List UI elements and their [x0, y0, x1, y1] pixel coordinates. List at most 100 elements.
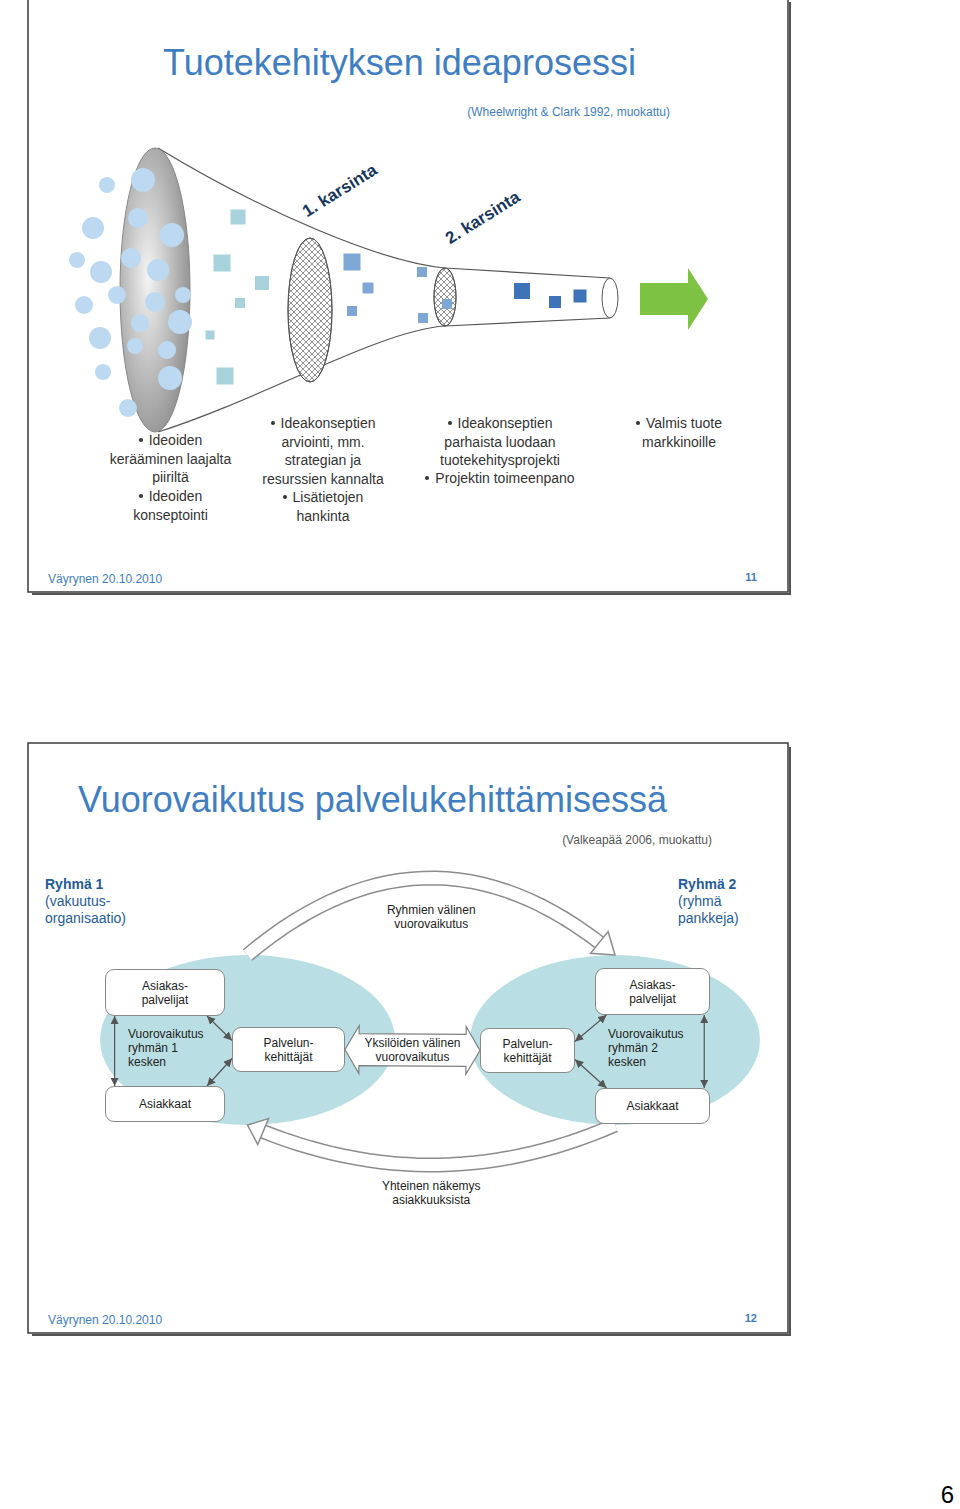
text-label: Tuotekehityksen ideaprosessi	[163, 42, 763, 84]
box-text: Asiakas- palvelijat	[130, 979, 200, 1007]
idea-dot	[89, 327, 111, 349]
idea-dots	[69, 168, 192, 417]
edge-label: Yhteinen näkemys asiakkuuksista	[369, 1178, 494, 1208]
idea-dot	[108, 286, 126, 304]
concept-square	[344, 254, 361, 271]
label-box: (Valkeapää 2006, muokattu)	[460, 833, 712, 847]
box-text: Palvelun- kehittäjät	[254, 1036, 324, 1064]
idea-dot	[131, 314, 149, 332]
connector-path	[114, 1016, 115, 1086]
box-text: Asiakkaat	[626, 1099, 678, 1113]
concept-square	[363, 283, 374, 294]
bullet-text: Ideakonseptien arviointi, mm. strategian…	[257, 414, 389, 488]
text-label: Ryhmä 2	[678, 876, 778, 893]
arc-outline	[263, 1125, 615, 1165]
ellipse-fill	[100, 955, 395, 1125]
arc-body	[263, 1125, 615, 1165]
curved-arrow	[248, 1119, 616, 1165]
concept-square	[442, 299, 452, 309]
idea-dot	[168, 310, 192, 334]
idea-dot	[128, 208, 148, 228]
bullet-text: Projektin toimeenpano	[425, 469, 575, 488]
concept-square	[231, 210, 246, 225]
group-text: Vuorovaikutus ryhmän 1 kesken	[128, 1027, 214, 1069]
slide-frame	[28, 0, 788, 592]
idea-dot	[160, 223, 184, 247]
bullet-text: Valmis tuote markkinoille	[628, 414, 730, 451]
arc-head	[591, 932, 615, 955]
curved-arrow	[248, 878, 616, 955]
concept-squares	[206, 210, 587, 385]
edge-label-box: Ryhmien välinen vuorovaikutus	[376, 902, 486, 932]
process-box: Asiakkaat	[595, 1088, 710, 1124]
concept-square	[347, 306, 357, 316]
idea-dot	[158, 366, 182, 390]
text-label: (Wheelwright & Clark 1992, muokattu)	[300, 105, 670, 119]
idea-dot	[119, 399, 137, 417]
concept-square	[255, 276, 269, 290]
idea-dot	[175, 287, 191, 303]
text-label: Väyrynen 20.10.2010	[48, 1313, 248, 1327]
process-box: Asiakkaat	[105, 1086, 225, 1122]
edge-label: Ryhmien välinen vuorovaikutus	[376, 902, 486, 932]
connector-path	[704, 1015, 705, 1088]
slide-shadow	[32, 747, 790, 1335]
text-label: (Valkeapää 2006, muokattu)	[460, 833, 712, 847]
funnel-edge	[158, 148, 610, 278]
group-text: Vuorovaikutus ryhmän 2 kesken	[608, 1027, 694, 1069]
label-box: Väyrynen 20.10.2010	[48, 1313, 248, 1327]
text-label: Väyrynen 20.10.2010	[48, 572, 248, 586]
concept-square	[514, 283, 530, 299]
concept-square	[206, 331, 215, 340]
label-box: 11	[700, 571, 757, 584]
text-label: 6	[930, 1480, 954, 1509]
idea-dot	[75, 296, 93, 314]
label-box: Ideoiden kerääminen laajalta piiriltä	[108, 431, 233, 487]
concept-square	[549, 296, 561, 308]
text-label: Vuorovaikutus palvelukehittämisessä	[78, 779, 768, 821]
funnel	[69, 148, 708, 432]
slide-shadow	[32, 2, 790, 594]
idea-dot	[147, 259, 169, 281]
idea-dot	[127, 338, 143, 354]
label-box: Ryhmä 2	[678, 876, 778, 893]
bullet-text: Ideakonseptien parhaista luodaan tuoteke…	[425, 414, 575, 470]
idea-dot	[131, 168, 155, 192]
concept-square	[574, 290, 587, 303]
slide-frame	[28, 743, 788, 1333]
label-box: Ideakonseptien parhaista luodaan tuoteke…	[425, 414, 575, 470]
label-box: Valmis tuote markkinoille	[628, 414, 730, 451]
filter-ellipse	[288, 238, 332, 382]
bullet-text: Ideoiden konseptointi	[108, 487, 233, 524]
concept-square	[418, 313, 428, 323]
label-box: Projektin toimeenpano	[425, 469, 575, 488]
arrow-line	[114, 1016, 115, 1086]
arrow-line	[704, 1015, 705, 1088]
label-box: 6	[930, 1480, 954, 1509]
text-label: Ryhmä 1	[45, 876, 165, 893]
text-label: (vakuutus- organisaatio)	[45, 893, 145, 927]
box-text: Palvelun- kehittäjät	[493, 1037, 563, 1065]
label-box: (Wheelwright & Clark 1992, muokattu)	[300, 105, 670, 119]
box-text: Asiakas- palvelijat	[618, 978, 688, 1006]
text-label: 11	[700, 571, 757, 584]
label-box: Ideoiden konseptointi	[108, 487, 233, 524]
edge-label-box: Yksilöiden välinen vuorovaikutus	[363, 1036, 463, 1064]
label-box: Vuorovaikutus palvelukehittämisessä	[78, 779, 768, 821]
concept-square	[217, 368, 234, 385]
process-box: Palvelun- kehittäjät	[232, 1027, 345, 1072]
idea-dot	[95, 364, 111, 380]
bullet-text: Ideoiden kerääminen laajalta piiriltä	[108, 431, 233, 487]
ellipse-fill	[470, 955, 760, 1125]
label-box: Lisätietojen hankinta	[257, 488, 389, 525]
idea-dot	[69, 252, 85, 268]
arc-body	[248, 878, 600, 955]
label-box: 12	[700, 1312, 757, 1325]
edge-label: Yksilöiden välinen vuorovaikutus	[363, 1036, 463, 1064]
idea-dot	[82, 217, 104, 239]
edge-label-box: Yhteinen näkemys asiakkuuksista	[369, 1178, 494, 1208]
label-box: Tuotekehityksen ideaprosessi	[163, 42, 763, 84]
arc-outline	[248, 878, 600, 955]
idea-ellipse	[120, 148, 190, 432]
